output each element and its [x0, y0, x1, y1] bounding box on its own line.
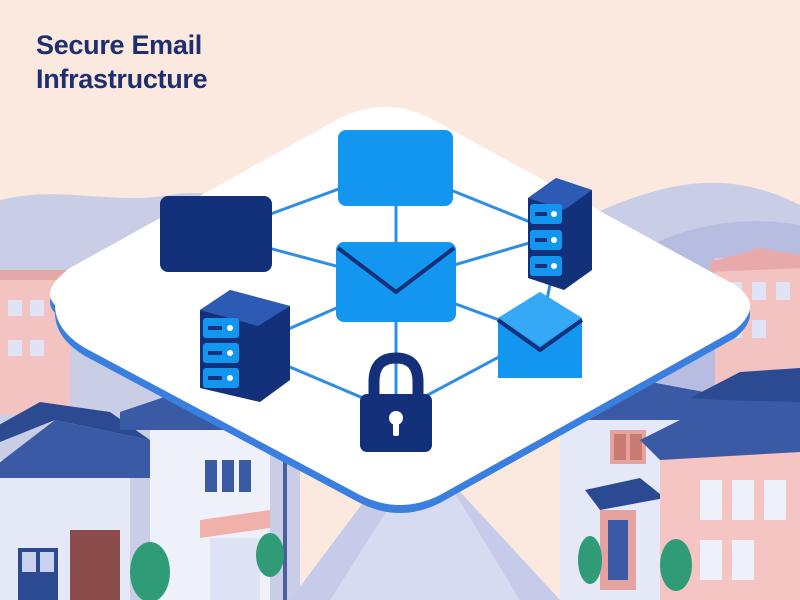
- right-server: [528, 178, 592, 290]
- lock: [360, 352, 432, 452]
- keyhole: [389, 411, 403, 425]
- server-icon: [528, 178, 592, 290]
- building-left-front: [0, 402, 168, 600]
- street-highlight: [330, 485, 520, 600]
- mail-icon: [338, 130, 453, 206]
- left-server: [200, 290, 290, 402]
- right-envelope: [496, 292, 584, 378]
- lock-icon: [360, 352, 432, 452]
- title-line-1: Secure Email: [36, 30, 202, 60]
- mail-open-icon: [336, 242, 456, 322]
- mail-icon: [160, 196, 272, 272]
- left-envelope: [160, 196, 272, 272]
- title-line-2: Infrastructure: [36, 64, 208, 94]
- top-envelope: [338, 130, 453, 206]
- page-title: Secure Email Infrastructure: [36, 28, 208, 96]
- tree-left: [130, 533, 284, 600]
- mail-open-icon: [496, 292, 584, 378]
- center-envelope: [336, 242, 456, 322]
- tree-right: [578, 536, 692, 591]
- server-icon: [200, 290, 290, 402]
